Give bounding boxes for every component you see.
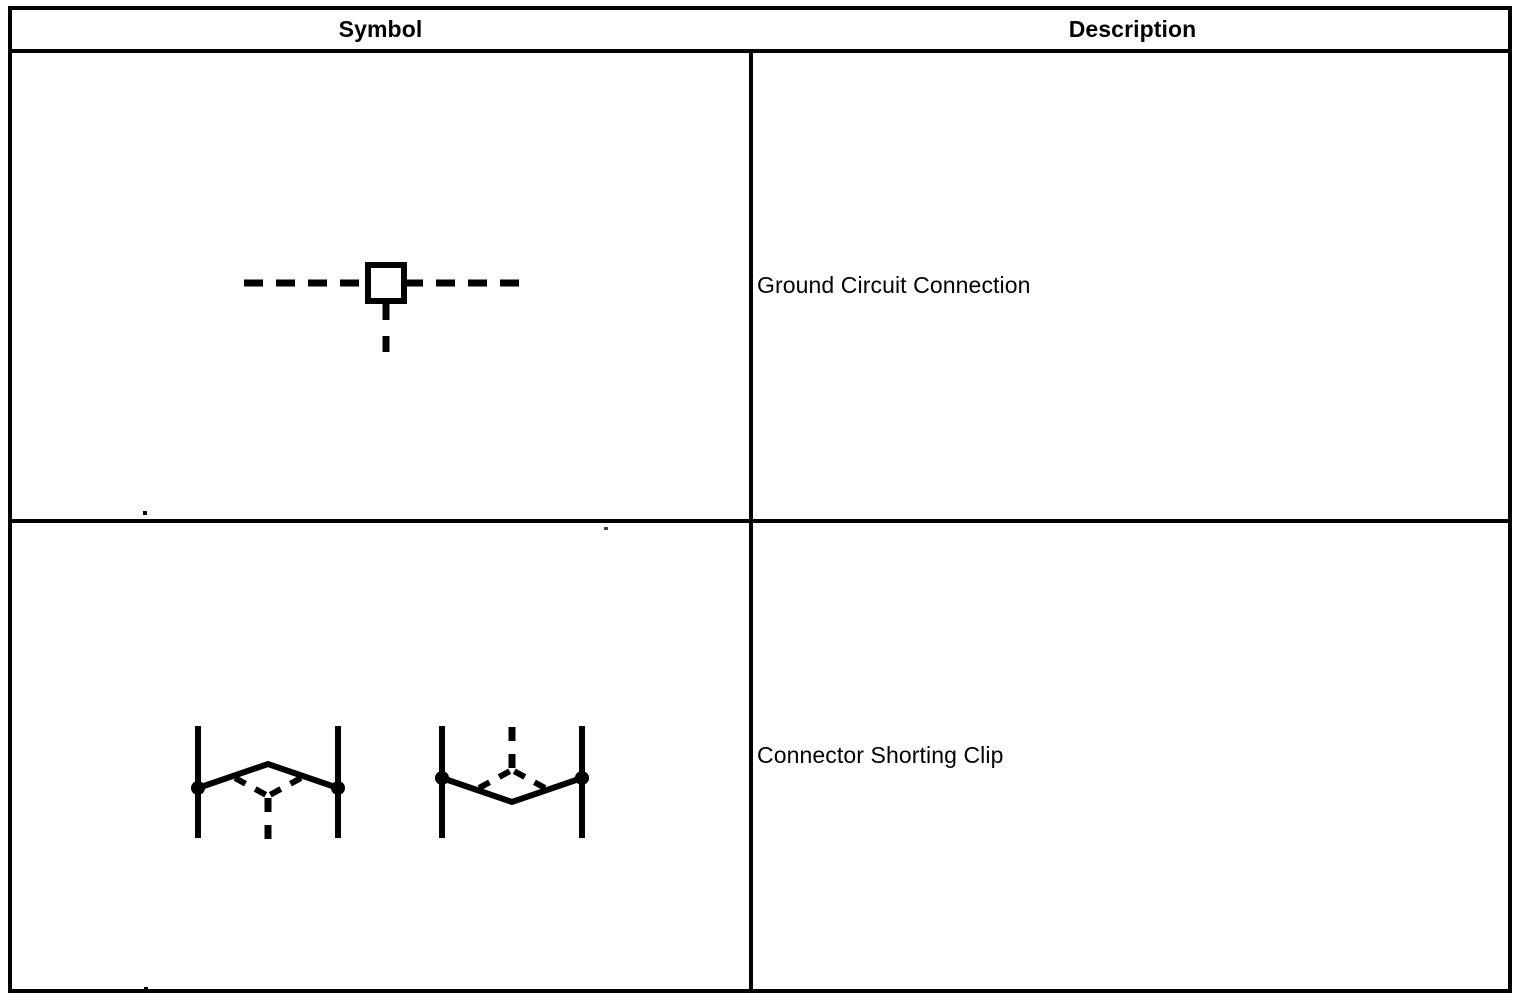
connector-shorting-clip-symbol [191, 726, 589, 840]
dashed-branch-right [510, 767, 547, 791]
dashed-branch-left [233, 775, 270, 799]
table-header-row: Symbol Description [12, 10, 1508, 53]
dashed-branch-right [266, 775, 303, 799]
clip-arm-peak [197, 760, 339, 791]
scan-speck [604, 527, 608, 530]
description-text: Ground Circuit Connection [757, 272, 1031, 299]
column-header-description: Description [1068, 16, 1197, 42]
column-header-symbol: Symbol [338, 16, 423, 42]
dashed-branch-left [477, 767, 514, 791]
symbol-cell [12, 53, 749, 519]
symbol-cell [12, 523, 749, 989]
scan-speck [143, 511, 147, 515]
table-row: Connector Shorting Clip [12, 523, 1508, 989]
terminal-dot-right [575, 771, 589, 785]
scan-speck [144, 987, 148, 991]
description-text: Connector Shorting Clip [757, 742, 1004, 769]
symbol-reference-table: Symbol Description Ground Circuit Connec… [8, 6, 1512, 993]
clip-arm-valley [441, 775, 583, 806]
terminal-dot-left [435, 771, 449, 785]
table-row: Ground Circuit Connection [12, 53, 1508, 523]
terminal-dot-left [191, 781, 205, 795]
hollow-square-terminal [365, 262, 407, 304]
ground-circuit-connection-symbol [244, 262, 522, 363]
left-shorting-clip [191, 726, 345, 840]
terminal-dot-right [331, 781, 345, 795]
description-cell: Ground Circuit Connection [753, 53, 1512, 519]
description-cell: Connector Shorting Clip [753, 523, 1512, 989]
right-shorting-clip [435, 726, 589, 838]
